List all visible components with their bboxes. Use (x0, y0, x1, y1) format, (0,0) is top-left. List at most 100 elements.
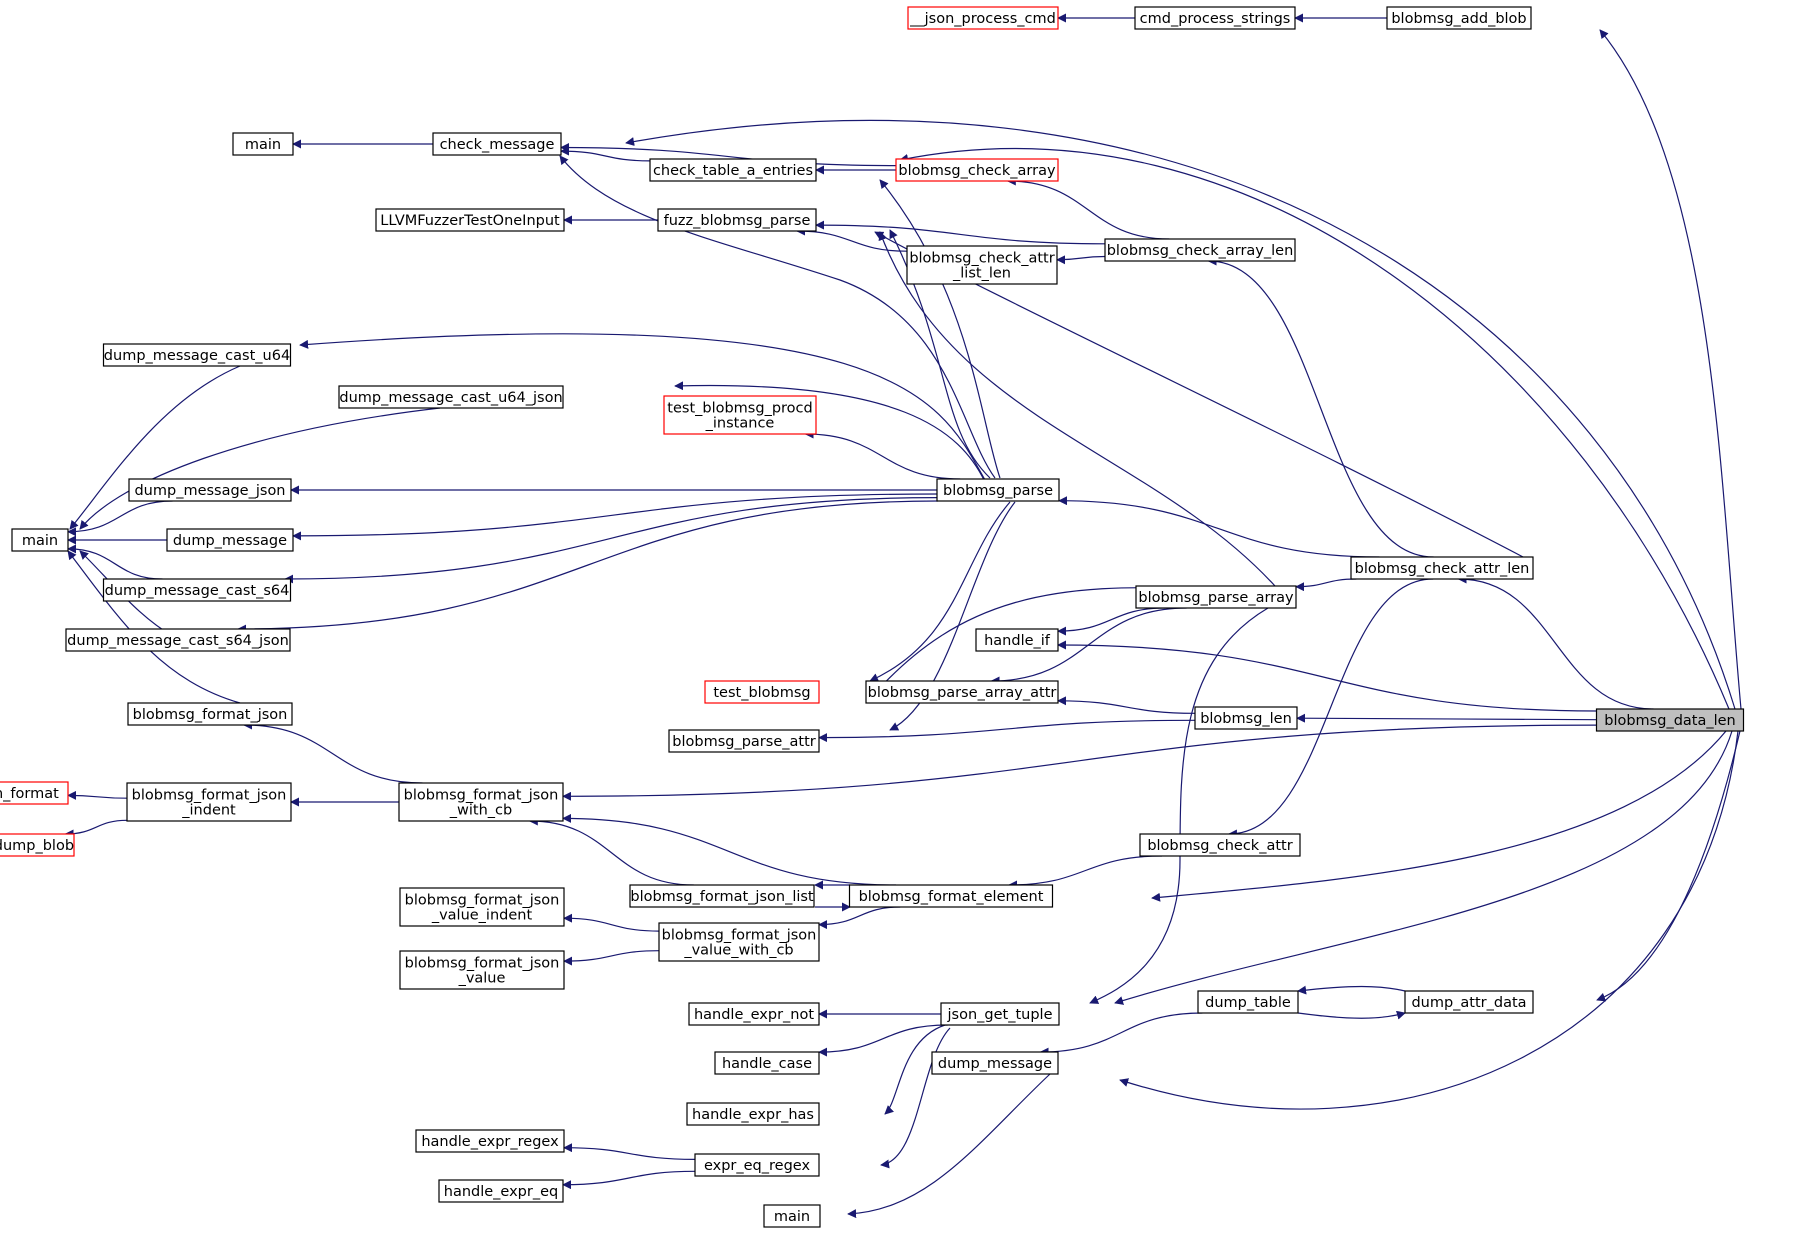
edge-path (563, 950, 660, 966)
edge-path (67, 790, 128, 800)
node-test-blobmsg[interactable]: test_blobmsg (704, 680, 820, 704)
node-dump-message-cast-u64[interactable]: dump_message_cast_u64 (102, 343, 292, 367)
node-cert-dump-blob[interactable]: cert_dump_blob (0, 833, 75, 857)
node-blobmsg-add-blob[interactable]: blobmsg_add_blob (1386, 6, 1532, 30)
node-fuzz-blobmsg-parse[interactable]: fuzz_blobmsg_parse (657, 208, 817, 232)
edge-dump_table-to-dump_message_2 (1039, 1012, 1203, 1057)
node-dump-attr-data[interactable]: dump_attr_data (1404, 990, 1534, 1014)
node-box (1194, 706, 1298, 730)
edge-blobmsg_data_len-to-blobmsg_format_element (1151, 730, 1727, 902)
edge-path (1089, 607, 1269, 1004)
node-blobmsg-check-array-len[interactable]: blobmsg_check_array_len (1104, 238, 1296, 262)
node-blobmsg-parse-array-attr[interactable]: blobmsg_parse_array_attr (865, 680, 1059, 704)
edge-blobmsg_format_json_with_cb-to-blobmsg_format_json (243, 720, 423, 784)
node-dump-message-cast-s64-json[interactable]: dump_message_cast_s64_json (65, 628, 291, 652)
edge-blobmsg_format_json_value_with_cb-to-blobmsg_format_json_value_indent (563, 913, 660, 932)
edge-blobmsg_format_json_indent-to-cert_dump_blob (64, 819, 128, 839)
node-dump-message-2[interactable]: dump_message (931, 1051, 1059, 1075)
node-label: fuzz_blobmsg_parse (664, 213, 811, 229)
node-box (688, 1002, 820, 1026)
edge-path (1057, 640, 1597, 712)
node-label: blobmsg_format_json (405, 893, 560, 909)
node-blobmsg-parse[interactable]: blobmsg_parse (936, 478, 1060, 502)
node-label: blobmsg_check_array_len (1107, 243, 1294, 259)
node-blobmsg-check-array[interactable]: blobmsg_check_array (895, 158, 1059, 182)
node-check-table-a-entries[interactable]: check_table_a_entries (649, 158, 817, 182)
node-box (11, 528, 69, 552)
node-handle-case[interactable]: handle_case (714, 1051, 820, 1075)
node-dump-message[interactable]: dump_message (166, 528, 294, 552)
edge-path (562, 1170, 696, 1190)
node-check-message[interactable]: check_message (432, 132, 562, 156)
node-blobmsg-parse-array[interactable]: blobmsg_parse_array (1135, 585, 1297, 609)
edge-path (560, 146, 651, 162)
node-label: expr_eq_regex (704, 1158, 810, 1174)
node-dump-message-cast-u64-json[interactable]: dump_message_cast_u64_json (338, 385, 564, 409)
node-test-blobmsg-procd-instance[interactable]: test_blobmsg_procd_instance (663, 395, 817, 435)
edge-dump_message_cast_s64-to-main_2 (67, 544, 163, 580)
node-box (1104, 238, 1296, 262)
node-handle-expr-has[interactable]: handle_expr_has (686, 1102, 820, 1126)
node-box (1386, 6, 1532, 30)
node-blobmsg-format-json-indent[interactable]: blobmsg_format_json_indent (126, 782, 292, 822)
edge-path (79, 407, 441, 530)
node-blobmsg-format-json[interactable]: blobmsg_format_json (127, 702, 293, 726)
node-cmd-process-strings[interactable]: cmd_process_strings (1134, 6, 1296, 30)
node-blobmsg-format-json-value[interactable]: blobmsg_format_json_value (399, 950, 565, 990)
node-dump-message-json[interactable]: dump_message_json (128, 478, 292, 502)
node-expr-eq-regex[interactable]: expr_eq_regex (694, 1153, 820, 1177)
node-blobmsg-check-attr-len[interactable]: blobmsg_check_attr_len (1350, 556, 1534, 580)
node-blobmsg-parse-attr[interactable]: blobmsg_parse_attr (668, 729, 820, 753)
edge-layer (64, 13, 1742, 1219)
node-blobmsg-len[interactable]: blobmsg_len (1194, 706, 1298, 730)
node-box (126, 782, 292, 822)
node-jshn-format[interactable]: jshn_format (0, 781, 69, 805)
node-label: blobmsg_check_attr_len (1355, 561, 1530, 577)
node-dump-table[interactable]: dump_table (1197, 990, 1299, 1014)
node-blobmsg-format-element[interactable]: blobmsg_format_element (848, 884, 1054, 908)
node-main-3[interactable]: main (763, 1204, 821, 1228)
node-box (907, 6, 1059, 30)
node-blobmsg-format-json-list[interactable]: blobmsg_format_json_list (629, 884, 815, 908)
edge-blobmsg_parse-to-dump_message_cast_s64_json (237, 500, 938, 634)
node-llvmfuzzer[interactable]: LLVMFuzzerTestOneInput (375, 208, 565, 232)
node-blobmsg-check-attr-list-len[interactable]: blobmsg_check_attr_list_len (906, 245, 1058, 285)
node-layer: blobmsg_data_len __json_process_cmd cmd_pr… (0, 6, 1745, 1228)
node-main-2[interactable]: main (11, 528, 69, 552)
node-handle-expr-eq[interactable]: handle_expr_eq (438, 1179, 564, 1203)
node-main-1[interactable]: main (232, 132, 294, 156)
edge-path (528, 816, 694, 886)
node-blobmsg-format-json-value-indent[interactable]: blobmsg_format_json_value_indent (399, 887, 565, 927)
node-label: dump_message_cast_s64_json (67, 633, 289, 649)
node-json-get-tuple[interactable]: json_get_tuple (940, 1002, 1060, 1026)
node-label: _list_len (952, 266, 1011, 282)
node-handle-expr-not[interactable]: handle_expr_not (688, 1002, 820, 1026)
edge-path (625, 119, 1736, 710)
node-box (127, 702, 293, 726)
node-label: blobmsg_len (1200, 711, 1292, 727)
node-blobmsg-format-json-value-with-cb[interactable]: blobmsg_format_json_value_with_cb (658, 922, 820, 962)
node-label: blobmsg_parse (943, 483, 1053, 499)
node-blobmsg-check-attr[interactable]: blobmsg_check_attr (1139, 833, 1301, 857)
node-handle-if[interactable]: handle_if (975, 628, 1059, 652)
edge-path (67, 544, 163, 580)
node-label: check_message (440, 137, 555, 153)
edge-blobmsg_parse-to-check_table_a_entries (879, 179, 1001, 479)
node-json-process-cmd[interactable]: __json_process_cmd (907, 6, 1059, 30)
edge-path (818, 906, 901, 930)
node-blobmsg-format-json-with-cb[interactable]: blobmsg_format_json_with_cb (398, 782, 564, 822)
edge-path (818, 719, 1196, 743)
edge-path (1006, 176, 1170, 240)
edge-path (804, 429, 961, 480)
edge-dump_message_cast_u64_json-to-main_2 (79, 407, 441, 530)
node-handle-expr-regex[interactable]: handle_expr_regex (415, 1129, 565, 1153)
node-label: blobmsg_check_attr (1147, 838, 1292, 854)
edge-path (559, 155, 996, 479)
edge-path (889, 501, 1016, 731)
node-dump-message-cast-s64[interactable]: dump_message_cast_s64 (102, 578, 292, 602)
node-box (438, 1179, 564, 1203)
node-box (895, 158, 1059, 182)
node-blobmsg-data-len[interactable]: blobmsg_data_len (1595, 708, 1745, 732)
node-box (865, 680, 1059, 704)
edge-path (292, 493, 938, 541)
